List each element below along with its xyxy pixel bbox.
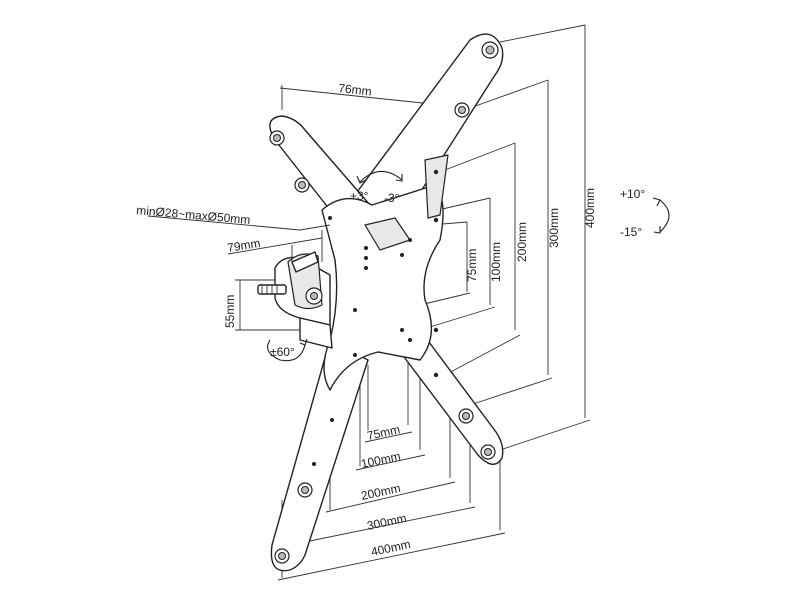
label-pipe-diameter: minØ28~maxØ50mm	[136, 203, 251, 227]
vertical-dimension-lines	[419, 24, 591, 451]
dim-79mm	[227, 230, 323, 262]
label-swivel: ±60°	[270, 345, 295, 359]
label-v300: 300mm	[547, 208, 561, 248]
rotation-arrow-icon	[356, 170, 403, 184]
swivel-arrow-icon	[267, 338, 308, 362]
label-v75: 75mm	[465, 249, 479, 282]
pipe-clamp	[257, 251, 333, 349]
label-79mm: 79mm	[226, 236, 261, 255]
label-h100: 100mm	[360, 449, 402, 471]
label-h75: 75mm	[366, 422, 402, 443]
label-v400: 400mm	[583, 188, 597, 228]
pipe-diameter-dim	[147, 215, 331, 231]
bolt-caps	[269, 41, 499, 564]
label-v200: 200mm	[515, 222, 529, 262]
label-rot-left: +3°	[350, 189, 369, 203]
upper-bracket-lip	[424, 154, 449, 219]
arm-lower-right	[394, 329, 504, 465]
label-76mm: 76mm	[338, 81, 373, 98]
label-tilt-up: +10°	[620, 187, 645, 201]
arm-upper-right	[339, 33, 504, 233]
label-55mm: 55mm	[223, 295, 237, 328]
label-rot-right: -3°	[384, 191, 400, 205]
label-tilt-down: -15°	[620, 225, 642, 239]
tilt-arrow-icon	[652, 197, 670, 234]
arm-upper-left	[269, 115, 371, 211]
label-h400: 400mm	[370, 537, 412, 559]
label-v100: 100mm	[489, 242, 503, 282]
dim-55mm	[235, 279, 300, 331]
mounting-x-plate	[269, 33, 504, 572]
label-h300: 300mm	[366, 511, 408, 533]
arm-lower-left	[270, 339, 369, 572]
